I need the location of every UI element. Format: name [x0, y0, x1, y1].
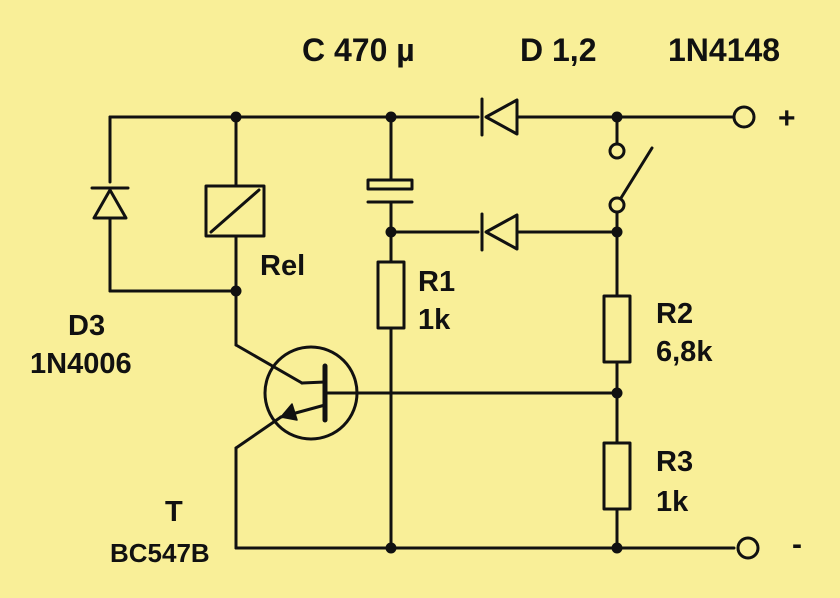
resistor-r3-symbol — [602, 441, 632, 511]
junction-dot — [385, 111, 397, 123]
transistor-type-label: BC547B — [110, 538, 210, 568]
transistor-emitter-arrow — [280, 403, 298, 421]
d3-type-label: 1N4006 — [30, 348, 132, 380]
junction-dot — [230, 285, 242, 297]
junction-dot — [611, 542, 623, 554]
transistor-label: T — [165, 496, 183, 528]
relay-coil-symbol — [204, 184, 266, 238]
emitter-wire — [234, 415, 283, 550]
r3-label: R3 — [656, 446, 694, 478]
r3-value-label: 1k — [656, 486, 689, 518]
relay-label: Rel — [260, 250, 306, 282]
r2-label: R2 — [656, 298, 694, 330]
diode-type-d12-label: 1N4148 — [668, 32, 781, 68]
junction-dot — [611, 226, 623, 238]
switch-symbol — [608, 142, 654, 214]
minus-terminal — [736, 536, 760, 560]
diode-d1-symbol — [480, 97, 519, 137]
r1-label: R1 — [418, 266, 456, 298]
diode-d3-symbol — [90, 186, 130, 220]
capacitor-symbol — [366, 178, 414, 204]
junction-dot — [230, 111, 242, 123]
junction-dot — [385, 542, 397, 554]
diode-d3-branch — [108, 115, 238, 293]
diodes-d12-label: D 1,2 — [520, 32, 597, 68]
r1-value-label: 1k — [418, 304, 451, 336]
minus-label: - — [792, 528, 802, 561]
junction-dot — [385, 226, 397, 238]
capacitor-label: C 470 µ — [302, 32, 415, 68]
resistor-r2-symbol — [602, 294, 632, 364]
collector-wire — [234, 289, 304, 385]
r2-value-label: 6,8k — [656, 336, 713, 368]
junction-dot — [611, 111, 623, 123]
resistor-r1-symbol — [376, 260, 406, 330]
junction-dot — [611, 387, 623, 399]
d3-label: D3 — [68, 310, 106, 342]
diode-d2-symbol — [480, 212, 519, 252]
plus-label: + — [778, 102, 796, 135]
plus-terminal — [732, 105, 756, 129]
